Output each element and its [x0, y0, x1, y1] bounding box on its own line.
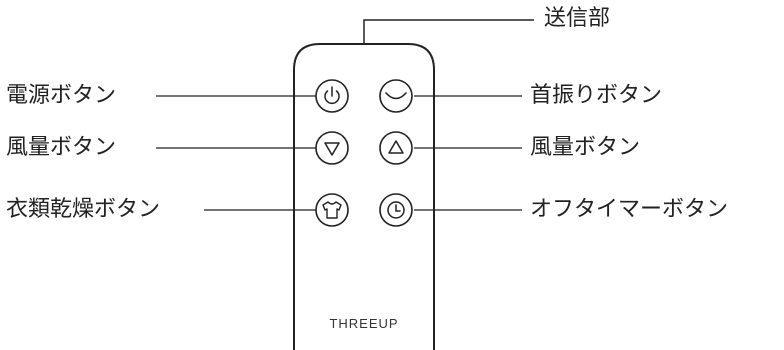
off-timer-button[interactable] — [379, 193, 413, 227]
off-timer-label: オフタイマーボタン — [530, 197, 729, 222]
swing-icon — [385, 92, 407, 100]
fan-up-button[interactable] — [379, 131, 413, 165]
power-icon — [324, 86, 340, 105]
shirt-icon — [322, 201, 342, 219]
power-button[interactable] — [315, 79, 349, 113]
transmitter-label: 送信部 — [544, 6, 611, 31]
clock-icon — [387, 201, 405, 219]
triangle-up-icon — [388, 140, 404, 154]
clothes-dry-button[interactable] — [315, 193, 349, 227]
power-button-label: 電源ボタン — [6, 83, 117, 108]
triangle-down-icon — [324, 142, 340, 156]
fan-down-button[interactable] — [315, 131, 349, 165]
remote-body-outline — [293, 43, 435, 350]
clothes-dry-label: 衣類乾燥ボタン — [6, 197, 161, 222]
transmitter-leader-line — [363, 19, 534, 44]
swing-button[interactable] — [379, 79, 413, 113]
fan-speed-right-label: 風量ボタン — [530, 135, 641, 160]
fan-speed-left-label: 風量ボタン — [6, 135, 117, 160]
brand-logo-text: THREEUP — [329, 316, 399, 331]
swing-button-label: 首振りボタン — [530, 83, 663, 108]
